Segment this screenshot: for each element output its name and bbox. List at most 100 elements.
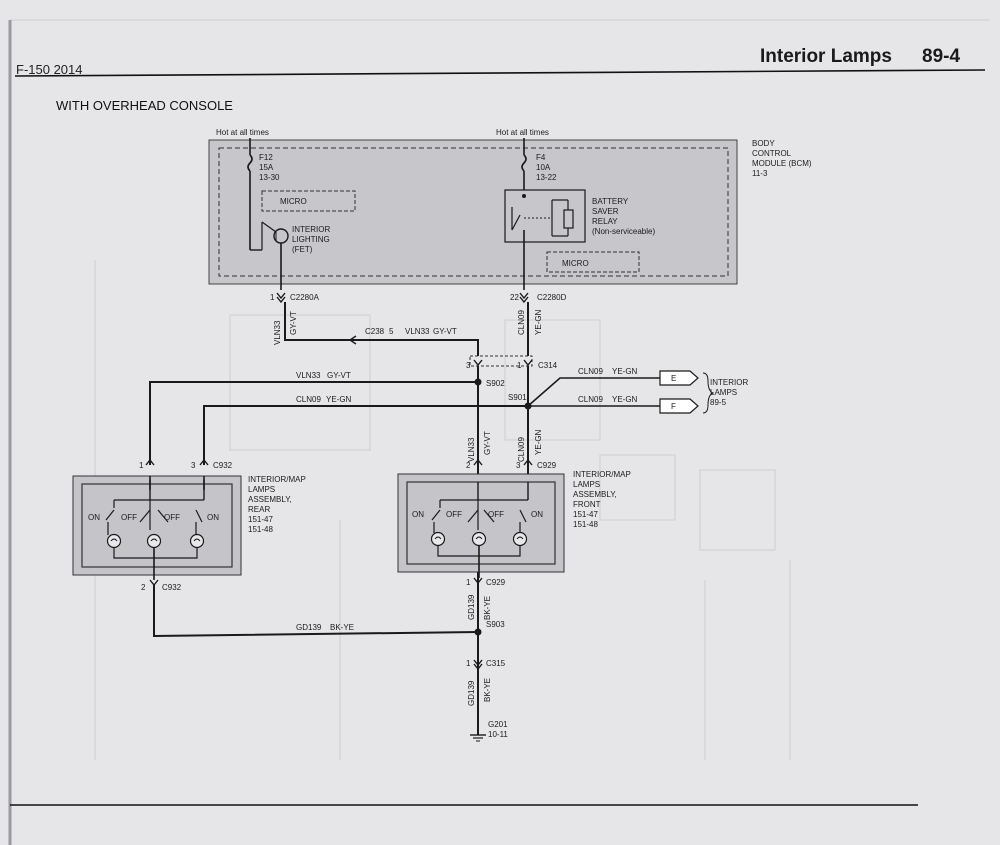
- c2280d-pin: 22: [510, 293, 519, 302]
- section-title: Interior Lamps: [760, 46, 892, 67]
- svg-text:VLN33: VLN33: [296, 371, 321, 380]
- svg-text:YE-GN: YE-GN: [612, 367, 638, 376]
- svg-text:GY-VT: GY-VT: [483, 431, 492, 455]
- svg-text:3: 3: [191, 461, 196, 470]
- svg-text:GY-VT: GY-VT: [327, 371, 351, 380]
- hot-at-all-times-right: Hot at all times: [496, 128, 549, 137]
- svg-text:GY-VT: GY-VT: [433, 327, 457, 336]
- c314-label: C314: [538, 361, 558, 370]
- svg-text:VLN33: VLN33: [405, 327, 430, 336]
- relay-label: BATTERY SAVER RELAY (Non-serviceable): [592, 197, 655, 236]
- front-bulb-left-icon: [430, 531, 446, 547]
- connector-f-label: F: [671, 402, 676, 411]
- fuse-f4-icon: [521, 154, 527, 172]
- c929-top-label: C929: [537, 461, 557, 470]
- c2280a-label: C2280A: [290, 293, 320, 302]
- svg-text:2: 2: [141, 583, 146, 592]
- front-assembly-label: INTERIOR/MAP LAMPS ASSEMBLY, FRONT 151-4…: [573, 470, 631, 529]
- g201-label: G201: [488, 720, 508, 729]
- svg-text:GD139: GD139: [467, 594, 476, 620]
- svg-text:VLN33: VLN33: [467, 437, 476, 462]
- svg-text:11-3: 11-3: [752, 169, 768, 178]
- c929-pin2-icon: [473, 458, 483, 466]
- c932-top-label: C932: [213, 461, 233, 470]
- svg-text:151-47: 151-47: [573, 510, 598, 519]
- micro-box-left: [261, 190, 356, 212]
- c929-pin3-icon: [523, 458, 533, 466]
- battery-saver-relay: [504, 189, 586, 243]
- svg-text:CLN09: CLN09: [517, 437, 526, 462]
- front-bulb-right-icon: [512, 531, 528, 547]
- diagram-subtitle: WITH OVERHEAD CONSOLE: [56, 98, 233, 113]
- svg-text:BK-YE: BK-YE: [330, 623, 354, 632]
- connector-arrow-c2280d: [519, 292, 529, 300]
- c932-bottom-label: C932: [162, 583, 182, 592]
- c932-pin3-icon: [199, 458, 209, 466]
- svg-text:INTERIOR/MAP: INTERIOR/MAP: [248, 475, 306, 484]
- front-bulb-center-icon: [471, 531, 487, 547]
- svg-text:LAMPS: LAMPS: [573, 480, 600, 489]
- wire-cln09-to-e: [527, 377, 660, 407]
- c2280d-label: C2280D: [537, 293, 567, 302]
- svg-text:SAVER: SAVER: [592, 207, 619, 216]
- svg-text:F4: F4: [536, 153, 546, 162]
- connector-e-label: E: [671, 374, 676, 383]
- rear-assembly-label: INTERIOR/MAP LAMPS ASSEMBLY, REAR 151-47…: [248, 475, 306, 534]
- svg-text:FRONT: FRONT: [573, 500, 601, 509]
- c932-pin2-icon: [149, 579, 159, 587]
- front-off-left: OFF: [446, 510, 462, 519]
- rear-on-right: ON: [207, 513, 219, 522]
- svg-text:BK-YE: BK-YE: [483, 596, 492, 620]
- rear-bulb-center-icon: [146, 533, 162, 549]
- svg-text:13-30: 13-30: [259, 173, 280, 182]
- c315-connector-icon: [473, 659, 483, 667]
- svg-text:3: 3: [516, 461, 521, 470]
- svg-text:CLN09: CLN09: [578, 367, 603, 376]
- svg-text:LIGHTING: LIGHTING: [292, 235, 330, 244]
- wire-vln33-rear: [149, 381, 478, 465]
- ground-icon: [470, 734, 486, 742]
- rear-off-right: OFF: [164, 513, 180, 522]
- fet-label: INTERIOR LIGHTING (FET): [292, 225, 330, 254]
- svg-text:REAR: REAR: [248, 505, 270, 514]
- svg-text:INTERIOR: INTERIOR: [710, 378, 748, 387]
- svg-text:BODY: BODY: [752, 139, 775, 148]
- rear-on-left: ON: [88, 513, 100, 522]
- svg-text:MODULE (BCM): MODULE (BCM): [752, 159, 812, 168]
- wire-gd139-rear: [153, 585, 479, 638]
- page-number: 89-4: [922, 46, 961, 67]
- svg-text:151-48: 151-48: [573, 520, 598, 529]
- s903-label: S903: [486, 620, 505, 629]
- svg-text:1: 1: [139, 461, 144, 470]
- svg-text:1: 1: [466, 578, 471, 587]
- s901-label: S901: [508, 393, 527, 402]
- front-off-right: OFF: [488, 510, 504, 519]
- svg-text:GD139: GD139: [296, 623, 322, 632]
- svg-text:BK-YE: BK-YE: [483, 678, 492, 702]
- rear-off-left: OFF: [121, 513, 137, 522]
- svg-text:RELAY: RELAY: [592, 217, 618, 226]
- c238-pin: 5: [389, 327, 394, 336]
- fuse-f12-icon: [247, 154, 253, 172]
- rear-bulb-right-icon: [189, 533, 205, 549]
- fuse-f4-label: F4 10A 13-22: [536, 153, 557, 182]
- svg-text:15A: 15A: [259, 163, 274, 172]
- svg-text:2: 2: [466, 461, 471, 470]
- svg-text:INTERIOR: INTERIOR: [292, 225, 330, 234]
- vehicle-model: F-150 2014: [16, 62, 83, 77]
- rear-lamp-assembly: ON OFF OFF ON: [72, 475, 242, 580]
- rear-bulb-left-icon: [106, 533, 122, 549]
- c315-label: C315: [486, 659, 506, 668]
- fuse-f12-label: F12 15A 13-30: [259, 153, 280, 182]
- svg-text:151-48: 151-48: [248, 525, 273, 534]
- svg-text:BATTERY: BATTERY: [592, 197, 629, 206]
- wire-vln33-bcm: [284, 302, 479, 356]
- interior-lamps-label: INTERIOR LAMPS 89-5: [710, 378, 748, 407]
- svg-text:3: 3: [466, 361, 471, 370]
- front-lamp-assembly: ON OFF OFF ON: [397, 473, 565, 578]
- c929-pin1-icon: [473, 577, 483, 585]
- svg-text:ASSEMBLY,: ASSEMBLY,: [248, 495, 292, 504]
- connector-arrow-c2280a: [276, 292, 286, 300]
